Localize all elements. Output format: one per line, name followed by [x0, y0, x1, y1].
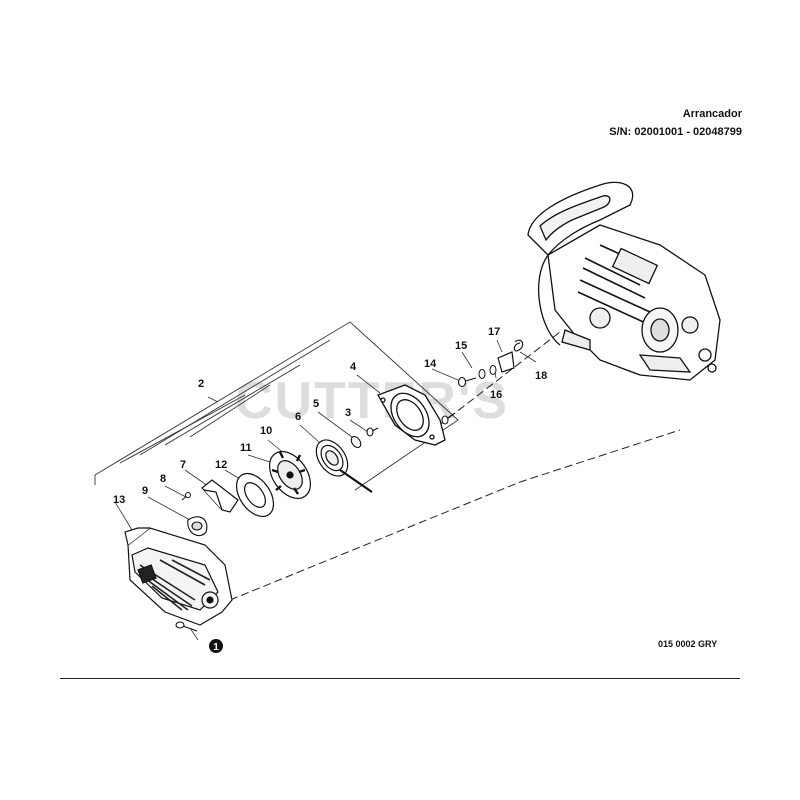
- washer-part-15: [478, 369, 486, 379]
- callout-bracket-2: [94, 321, 459, 491]
- callout-4: 4: [350, 361, 357, 373]
- callout-labels: 2 3 4 5 6 7 8 9 10 11 12 13 14 15 16 17 …: [113, 326, 547, 506]
- serial-number-range: S/N: 02001001 - 02048799: [609, 126, 742, 138]
- recoil-spring-part: [315, 439, 373, 493]
- diagram-title: Arrancador: [682, 108, 742, 120]
- pulley-part: [268, 450, 312, 500]
- small-washer-part: [350, 436, 362, 448]
- callout-1: 1: [213, 642, 219, 653]
- starter-cover-part: [124, 527, 233, 626]
- plate-bolt-part: [441, 412, 456, 425]
- leader-lines: [114, 339, 537, 641]
- callout-18: 18: [535, 370, 547, 382]
- callout-13: 13: [113, 494, 125, 506]
- bottom-divider: [60, 678, 740, 679]
- nut-part-16: [489, 365, 497, 375]
- starter-handle-part: [187, 516, 208, 537]
- screw-part-5: [366, 427, 379, 437]
- cover-screw-part: [175, 621, 198, 632]
- callout-17: 17: [488, 326, 500, 338]
- bracket-part-17: [497, 351, 515, 373]
- bolt-part-14: [457, 376, 477, 388]
- callout-8: 8: [160, 473, 166, 485]
- callout-11: 11: [240, 442, 252, 454]
- diagram-code: 015 0002 GRY: [658, 639, 718, 649]
- callout-5: 5: [313, 398, 319, 410]
- callout-6: 6: [295, 411, 301, 423]
- callout-7: 7: [180, 459, 186, 471]
- callout-15: 15: [455, 340, 467, 352]
- washer-part: [235, 472, 275, 518]
- assembly-axis-lower: [229, 429, 681, 601]
- callout-9: 9: [142, 485, 148, 497]
- callout-10: 10: [260, 425, 272, 437]
- callout-3: 3: [345, 407, 351, 419]
- pin-part: [181, 492, 191, 501]
- callout-12: 12: [215, 459, 227, 471]
- chainsaw-engine-body: [527, 181, 721, 381]
- pawl-part: [201, 479, 239, 513]
- callout-16: 16: [490, 389, 502, 401]
- starter-plate-part: [377, 384, 446, 446]
- callout-2: 2: [198, 378, 204, 390]
- callout-1-badge: 1: [209, 639, 223, 653]
- callout-14: 14: [424, 358, 437, 370]
- spring-clip-part-18: [513, 339, 524, 352]
